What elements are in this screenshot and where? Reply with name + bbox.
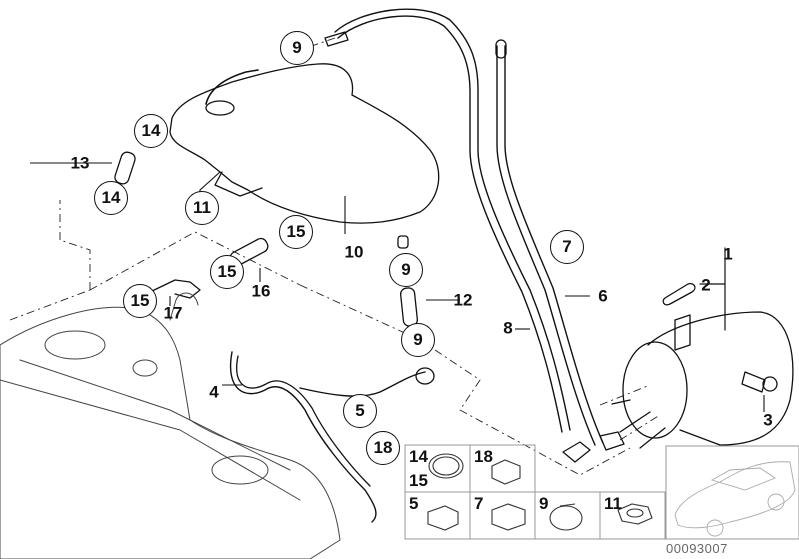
callout-12: 12 xyxy=(453,290,473,310)
double-clip-icon-7 xyxy=(491,503,526,531)
legend-label: 18 xyxy=(474,447,493,466)
legend-label-secondary: 15 xyxy=(409,471,428,490)
legend-box-5: 5 xyxy=(405,492,470,539)
callout-13: 13 xyxy=(70,153,90,173)
hose-13 xyxy=(114,151,136,185)
callout-17: 17 xyxy=(163,303,183,323)
circled-callout-15: 15 xyxy=(279,215,313,249)
circled-callout-9: 9 xyxy=(389,253,423,287)
expansion-tank xyxy=(169,63,440,224)
legend-label: 7 xyxy=(474,494,484,513)
legend-box-7: 7 xyxy=(470,492,535,539)
worm-clamp-icon xyxy=(549,505,583,531)
line-5 xyxy=(299,371,426,397)
legend-box-18: 18 xyxy=(470,445,535,492)
image-code: 00093007 xyxy=(666,541,728,556)
charcoal-filter xyxy=(611,311,794,449)
callout-16: 16 xyxy=(251,281,271,301)
vehicle-thumbnail xyxy=(674,461,796,537)
circled-callout-14: 14 xyxy=(94,181,128,215)
legend-label: 5 xyxy=(409,494,419,513)
callout-2: 2 xyxy=(701,275,711,295)
double-clip-icon xyxy=(491,459,521,485)
fuel-tank xyxy=(0,306,341,559)
callout-6: 6 xyxy=(598,286,608,306)
circled-callout-5: 5 xyxy=(343,394,377,428)
legend-label: 11 xyxy=(604,494,622,513)
callout-1: 1 xyxy=(723,244,733,264)
circled-callout-7: 7 xyxy=(550,230,584,264)
circled-callout-9: 9 xyxy=(280,31,314,65)
legend-label: 9 xyxy=(539,494,549,513)
callout-4: 4 xyxy=(209,382,219,402)
vent-line-8 xyxy=(496,45,596,446)
callout-3: 3 xyxy=(763,410,773,430)
clip-icon xyxy=(427,505,459,531)
legend-label: 14 xyxy=(409,447,428,466)
hose-12 xyxy=(399,287,419,327)
grommet-2 xyxy=(662,282,696,306)
circled-callout-9: 9 xyxy=(401,323,435,357)
legend-box-9: 9 xyxy=(535,492,600,539)
hex-nut-icon xyxy=(617,503,653,525)
circled-callout-14: 14 xyxy=(134,114,168,148)
hose-clamp-icon xyxy=(428,453,464,479)
legend-box-14-15: 14 15 xyxy=(405,445,470,492)
circled-callout-15: 15 xyxy=(210,255,244,289)
circled-callout-15: 15 xyxy=(123,284,157,318)
hose-17 xyxy=(149,279,201,299)
legend-box-11: 11 xyxy=(600,492,665,539)
circled-callout-18: 18 xyxy=(366,431,400,465)
callout-8: 8 xyxy=(503,318,513,338)
callout-10: 10 xyxy=(344,242,364,262)
bolt-3 xyxy=(741,371,766,393)
vent-line-6 xyxy=(334,8,571,431)
tank-bracket xyxy=(214,171,263,197)
circled-callout-11: 11 xyxy=(185,191,219,225)
line-4 xyxy=(229,351,377,523)
